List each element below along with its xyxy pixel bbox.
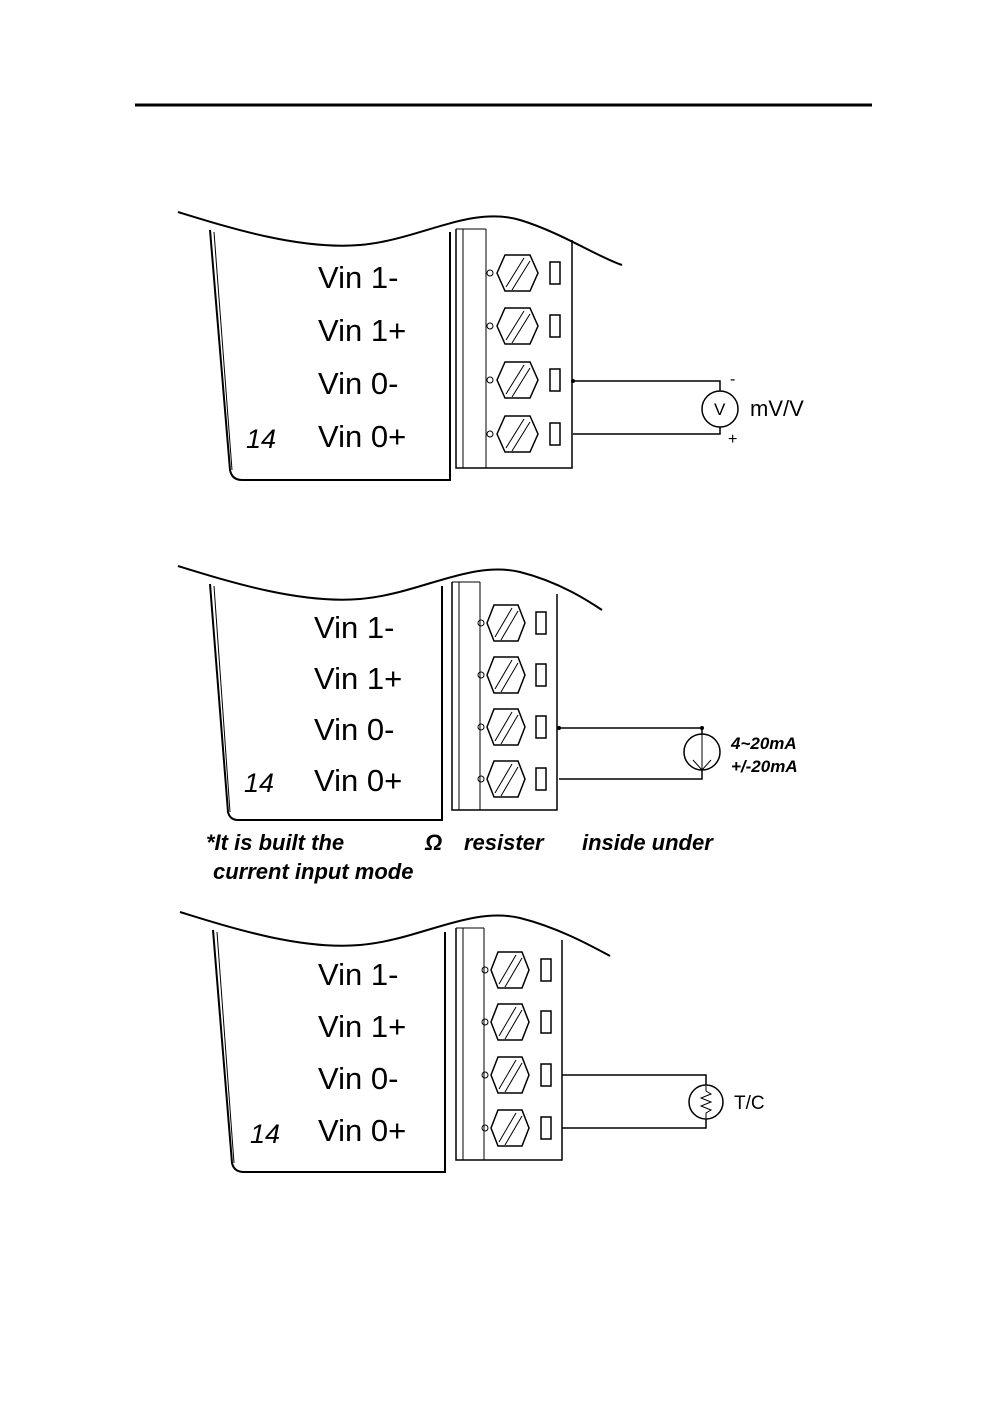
source-label: T/C: [734, 1093, 765, 1114]
thermocouple-wiring: T/C: [562, 1075, 765, 1128]
module-number: 14: [244, 768, 274, 798]
pin-label-vin1-minus: Vin 1-: [318, 260, 398, 295]
pin-label-vin1-plus: Vin 1+: [314, 661, 402, 696]
voltage-input-diagram: Vin 1- Vin 1+ Vin 0- Vin 0+ 14: [178, 212, 804, 480]
module-number: 14: [250, 1119, 280, 1149]
resistor-note: *It is built the Ω resister inside under…: [206, 830, 714, 884]
minus-sign: -: [730, 371, 735, 388]
terminal-screw-3: [478, 709, 546, 745]
terminal-screw-4: [478, 761, 546, 797]
source-label: mV/V: [750, 396, 804, 421]
pin-label-vin1-minus: Vin 1-: [314, 610, 394, 645]
voltage-wiring: V - + mV/V: [571, 371, 804, 448]
terminal-block: [452, 582, 557, 810]
plus-sign: +: [728, 431, 737, 448]
pin-label-vin1-minus: Vin 1-: [318, 957, 398, 992]
module-number: 14: [246, 424, 276, 454]
pin-label-vin0-minus: Vin 0-: [314, 712, 394, 747]
pin-label-vin0-minus: Vin 0-: [318, 366, 398, 401]
pin-label-vin1-plus: Vin 1+: [318, 1009, 406, 1044]
note-text-part1: *It is built the: [206, 830, 344, 855]
pin-label-vin0-plus: Vin 0+: [318, 419, 406, 454]
terminal-screw-2: [487, 308, 560, 344]
voltage-symbol-letter: V: [714, 400, 726, 419]
thermocouple-input-diagram: Vin 1- Vin 1+ Vin 0- Vin 0+ 14: [180, 912, 765, 1172]
pin-label-vin1-plus: Vin 1+: [318, 313, 406, 348]
terminal-screw-1: [482, 952, 551, 988]
note-text-part2: resister: [464, 830, 545, 855]
terminal-screw-2: [478, 657, 546, 693]
note-text-line2: current input mode: [213, 859, 413, 884]
thermocouple-zigzag: [701, 1086, 711, 1118]
terminal-screw-2: [482, 1004, 551, 1040]
note-text-part3: inside under: [582, 830, 714, 855]
terminal-screw-1: [478, 605, 546, 641]
terminal-screw-4: [482, 1110, 551, 1146]
pin-label-vin0-plus: Vin 0+: [318, 1113, 406, 1148]
current-wiring: 4~20mA +/-20mA: [557, 726, 798, 779]
current-range-label: 4~20mA: [730, 734, 797, 753]
terminal-screw-1: [487, 255, 560, 291]
terminal-block: [456, 229, 572, 468]
pin-label-vin0-minus: Vin 0-: [318, 1061, 398, 1096]
note-ohm-symbol: Ω: [424, 830, 442, 855]
terminal-screw-3: [482, 1057, 551, 1093]
pin-label-vin0-plus: Vin 0+: [314, 763, 402, 798]
terminal-screw-4: [487, 416, 560, 452]
current-input-diagram: Vin 1- Vin 1+ Vin 0- Vin 0+ 14: [178, 566, 798, 884]
current-range-label-bipolar: +/-20mA: [731, 757, 798, 776]
terminal-screw-3: [487, 362, 560, 398]
